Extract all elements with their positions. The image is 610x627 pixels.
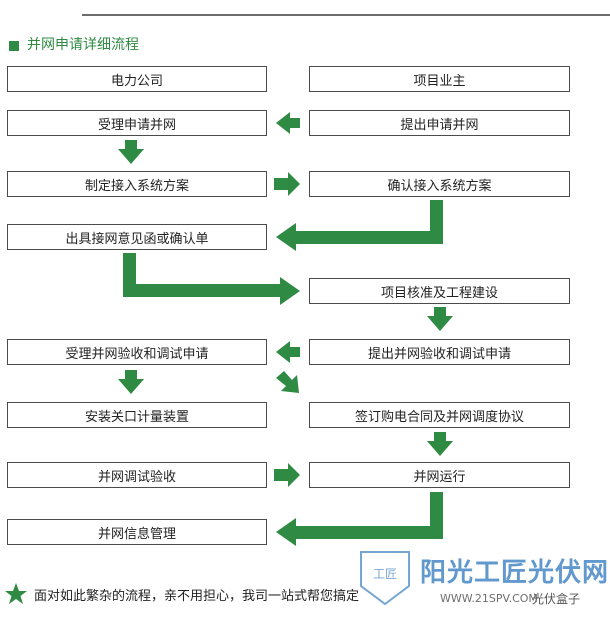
arrow-right-row8: [274, 463, 300, 487]
node-accept-application: 受理申请并网: [7, 110, 267, 136]
node-project-approval: 项目核准及工程建设: [309, 278, 570, 304]
top-divider-line: [82, 14, 610, 16]
node-submit-application: 提出申请并网: [309, 110, 570, 136]
node-grid-debug: 并网调试验收: [7, 462, 267, 488]
arrow-left-row6: [276, 341, 300, 363]
arrow-elbow-issue-to-approval: [123, 253, 300, 305]
node-confirm-plan: 确认接入系统方案: [309, 171, 570, 197]
node-issue-opinion: 出具接网意见函或确认单: [7, 224, 267, 250]
star-icon: [5, 583, 27, 604]
arrow-elbow-confirm-to-issue: [276, 200, 443, 251]
node-make-plan: 制定接入系统方案: [7, 171, 267, 197]
node-install-meter: 安装关口计量装置: [7, 402, 267, 428]
node-accept-inspection: 受理并网验收和调试申请: [7, 339, 267, 365]
arrow-elbow-operation-to-info: [276, 492, 443, 546]
node-sign-contract: 签订购电合同及并网调度协议: [309, 402, 570, 428]
footer-text: 面对如此繁杂的流程，亲不用担心，我司一站式帮您搞定: [34, 589, 360, 604]
watermark-seal-text: 工匠: [373, 567, 397, 581]
watermark-brand-text: 阳光工匠光伏网: [420, 558, 610, 588]
node-grid-info-management: 并网信息管理: [7, 519, 267, 545]
node-project-owner: 项目业主: [309, 66, 570, 92]
node-grid-operation: 并网运行: [309, 462, 570, 488]
arrow-down-col-right-2: [427, 432, 453, 456]
arrow-left-row2: [276, 112, 300, 134]
watermark-seal-icon: 工匠: [360, 551, 410, 606]
node-submit-inspection: 提出并网验收和调试申请: [309, 339, 570, 365]
arrow-right-row3: [274, 172, 300, 196]
title-square-icon: [9, 41, 19, 51]
watermark-url: WWW.21SPV.COM: [440, 592, 538, 605]
watermark-tail-text: 光伏盒子: [532, 592, 581, 606]
node-power-company: 电力公司: [7, 66, 267, 92]
arrow-down-col-left-2: [118, 370, 144, 394]
arrow-down-col-left-1: [118, 140, 144, 164]
arrow-diagonal: [276, 371, 299, 393]
arrow-down-col-right-1: [427, 307, 453, 331]
diagram-title: 并网申请详细流程: [27, 37, 139, 53]
